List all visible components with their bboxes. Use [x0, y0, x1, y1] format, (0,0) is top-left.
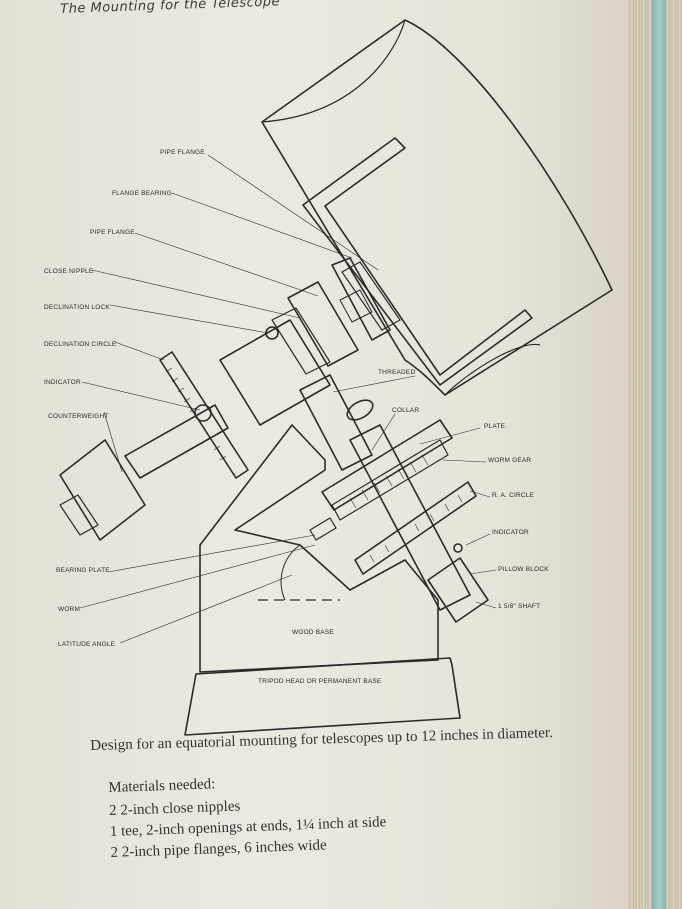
counterweight [59, 439, 146, 541]
label-worm-gear: WORM GEAR [488, 457, 531, 464]
label-bearing-plate: BEARING PLATE [56, 567, 110, 574]
worm-gear [331, 439, 449, 521]
book-cover-edge [652, 0, 666, 909]
label-threaded: THREADED [378, 369, 415, 376]
label-declination-circle: DECLINATION CIRCLE [44, 341, 117, 348]
label-pipe-flange-top: PIPE FLANGE [160, 149, 205, 156]
label-pillow-block: PILLOW BLOCK [498, 566, 549, 573]
threaded-section [339, 289, 373, 323]
declination-lock-knob [265, 326, 279, 340]
label-tripod-head: TRIPOD HEAD OR PERMANENT BASE [258, 678, 382, 685]
close-nipple [271, 307, 331, 375]
polar-shaft [349, 424, 471, 611]
book-page [0, 0, 628, 909]
pipe-flange-lower [287, 281, 359, 367]
label-pipe-flange: PIPE FLANGE [90, 229, 135, 236]
counterweight-shaft [124, 404, 229, 479]
label-ra-circle: R. A. CIRCLE [492, 492, 535, 499]
label-shaft: 1 5/8" SHAFT [498, 603, 540, 610]
worm-gear-teeth [349, 454, 429, 509]
materials-list: Materials needed: 2 2-inch close nipples… [108, 768, 387, 864]
label-indicator-left: INDICATOR [44, 379, 81, 386]
label-worm: WORM [58, 606, 80, 613]
label-collar: COLLAR [392, 407, 419, 414]
tube-cradle [302, 137, 533, 386]
tube-lower-end [444, 343, 541, 396]
telescope-tube [261, 19, 613, 396]
label-latitude-angle: LATITUDE ANGLE [58, 641, 116, 648]
label-indicator-right: INDICATOR [492, 529, 529, 536]
pillow-block [427, 557, 489, 623]
plate [321, 419, 453, 511]
label-close-nipple: CLOSE NIPPLE [44, 268, 94, 275]
worm [309, 517, 337, 541]
label-declination-lock: DECLINATION LOCK [44, 304, 110, 311]
label-plate: PLATE [484, 423, 506, 430]
label-wood-base: WOOD BASE [292, 629, 334, 636]
ra-circle-ticks [369, 494, 463, 563]
label-counterweight: COUNTERWEIGHT [48, 413, 109, 420]
collar [346, 399, 374, 421]
pillow-block-bolt [453, 543, 463, 553]
counterweight-hub [59, 494, 99, 536]
latitude-arc [280, 544, 301, 601]
tripod-head [184, 657, 461, 736]
ra-circle [354, 481, 477, 575]
tube-end-curve [261, 19, 406, 123]
pipe-flange-upper [341, 261, 401, 331]
label-flange-bearing: FLANGE BEARING [112, 190, 172, 197]
indicator-pivot [194, 404, 212, 422]
polar-axis-upper [299, 374, 373, 471]
flange-bearing [331, 257, 391, 341]
